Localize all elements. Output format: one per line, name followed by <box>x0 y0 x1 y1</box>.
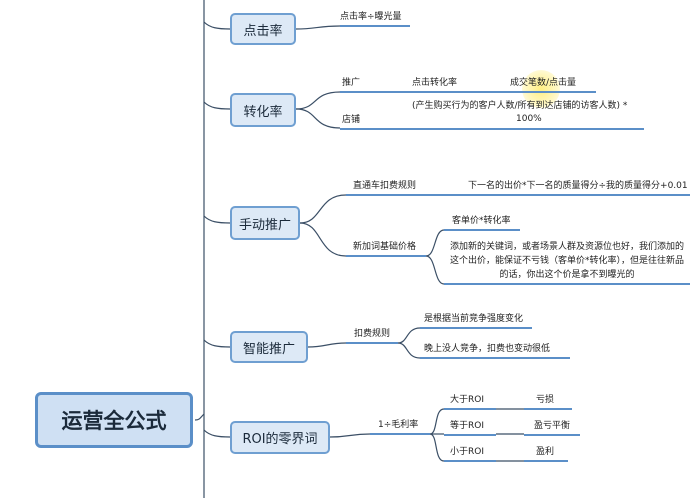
roi-row1-result-underline <box>524 408 572 410</box>
roi-row3-cond-underline <box>444 460 496 462</box>
roi-row3-result-underline <box>524 460 568 462</box>
manual-node[interactable]: 手动推广 <box>230 206 300 240</box>
smart-to-rule <box>307 342 347 348</box>
smart-rule: 扣费规则 <box>354 329 391 339</box>
spine-to-ctr <box>203 21 231 30</box>
roi-base: 1÷毛利率 <box>378 420 419 430</box>
base-to-row1 <box>429 408 445 435</box>
roi-to-base <box>329 433 371 438</box>
newword-price-underline <box>444 229 520 231</box>
train-label: 直通车扣费规则 <box>353 181 417 191</box>
cursor-highlight <box>522 70 560 108</box>
spine-to-smart <box>203 339 231 348</box>
root-connector <box>194 413 205 421</box>
rule-to-note1 <box>397 327 421 344</box>
roi-node[interactable]: ROI的零界词 <box>230 421 330 454</box>
ctr-node[interactable]: 点击率 <box>230 13 296 45</box>
ctr-formula-underline <box>340 25 410 27</box>
newword-desc-underline <box>444 283 690 285</box>
root-node[interactable]: 运营全公式 <box>35 392 193 448</box>
base-to-row3 <box>429 433 445 462</box>
roi-base-underline <box>370 433 430 435</box>
promo-underline <box>340 91 404 93</box>
roi-row1-result: 亏损 <box>536 395 555 405</box>
promo-deal-underline <box>500 91 596 93</box>
conversion-to-store <box>295 108 341 129</box>
newword-to-price <box>425 229 445 257</box>
roi-row2-result: 盈亏平衡 <box>534 421 571 431</box>
roi-row2-cond-underline <box>444 434 496 436</box>
store-underline <box>340 128 404 130</box>
manual-to-train <box>299 194 347 224</box>
conversion-to-promo <box>295 91 341 110</box>
promo-deal: 成交笔数/点击量 <box>510 78 577 88</box>
train-formula: 下一名的出价*下一名的质量得分÷我的质量得分+0.01 <box>468 181 688 191</box>
promo-click-underline <box>404 91 500 93</box>
newword-to-desc <box>425 255 445 285</box>
roi-row1-cond: 大于ROI <box>450 395 484 405</box>
roi-row2-cond: 等于ROI <box>450 421 484 431</box>
rule-to-note2 <box>397 342 421 359</box>
smart-note2: 晚上没人竞争，扣费也变动很低 <box>424 344 551 354</box>
newword-label: 新加词基础价格 <box>353 242 417 252</box>
roi-row1-cond-underline <box>444 408 496 410</box>
smart-rule-underline <box>346 342 398 344</box>
spine-to-roi <box>203 429 231 438</box>
spine-to-manual <box>203 215 231 224</box>
train-underline <box>346 194 440 196</box>
smart-node[interactable]: 智能推广 <box>230 331 308 363</box>
newword-desc: 添加新的关键词，或者场景人群及资源位也好，我们添加的这个出价，能保证不亏钱（客单… <box>449 242 684 280</box>
smart-note2-underline <box>420 357 570 359</box>
roi-row3-cond: 小于ROI <box>450 447 484 457</box>
ctr-connector <box>295 25 341 30</box>
spine-to-conversion <box>203 101 231 110</box>
roi-row3-result: 盈利 <box>536 447 555 457</box>
smart-note1-underline <box>420 327 532 329</box>
store-formula-underline <box>404 128 644 130</box>
newword-price: 客单价*转化率 <box>452 216 511 226</box>
store-label: 店铺 <box>342 115 361 125</box>
manual-to-newword <box>299 222 347 257</box>
promo-label: 推广 <box>342 78 361 88</box>
store-formula-line1: (产生购买行为的客户人数/所有到达店铺的访客人数) * <box>412 101 628 111</box>
train-formula-underline <box>440 194 690 196</box>
smart-note1: 是根据当前竞争强度变化 <box>424 314 524 324</box>
roi-row2-result-underline <box>524 434 580 436</box>
ctr-formula: 点击率÷曝光量 <box>340 12 402 22</box>
newword-underline <box>346 255 426 257</box>
conversion-node[interactable]: 转化率 <box>230 93 296 127</box>
promo-click: 点击转化率 <box>412 78 458 88</box>
store-formula-line2: 100% <box>516 114 542 124</box>
